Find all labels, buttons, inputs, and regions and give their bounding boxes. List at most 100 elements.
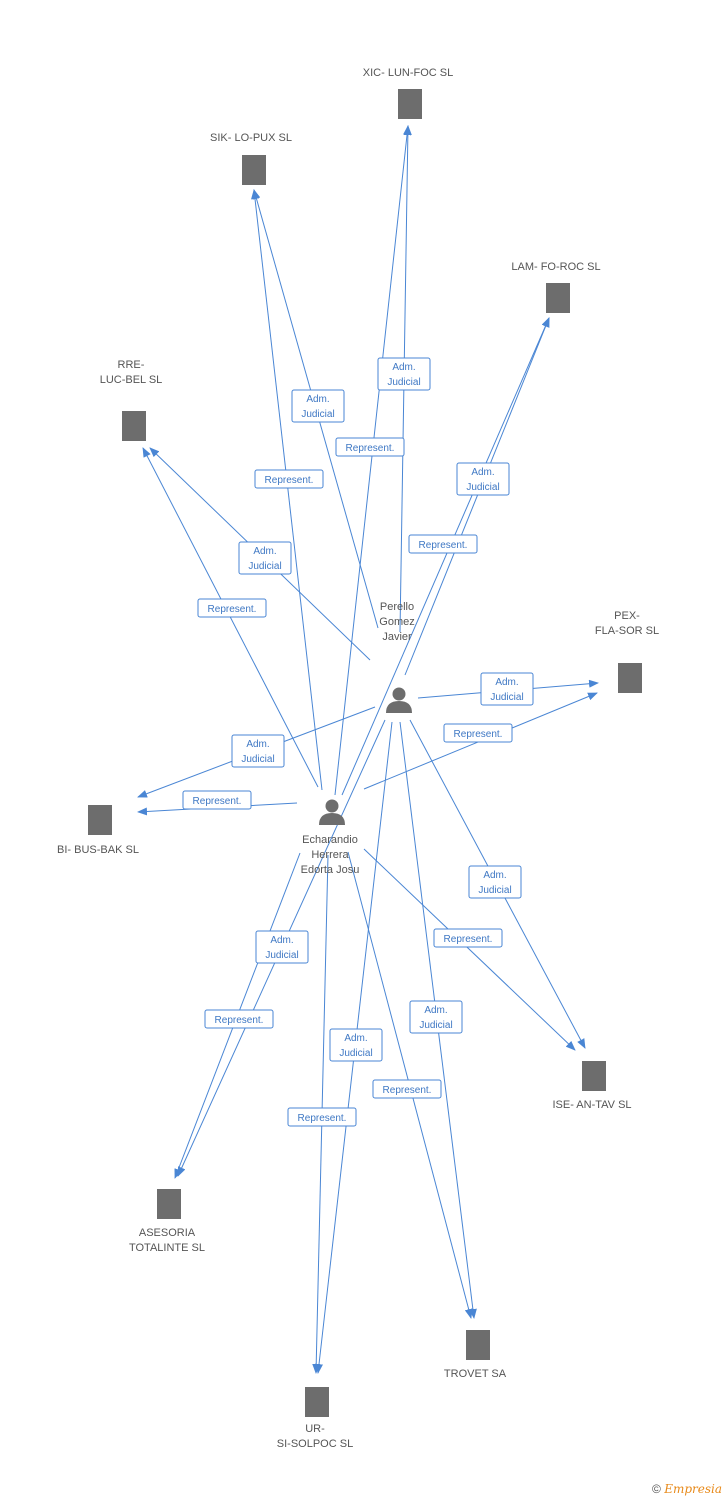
edge-label-text: Represent. <box>454 729 503 740</box>
company-node-asesoria[interactable] <box>157 1189 181 1219</box>
edge-label-echarandio-to-asesoria[interactable]: Represent. <box>204 1009 274 1029</box>
edge-label-perello-to-trovet[interactable]: Adm. Judicial <box>409 1000 463 1034</box>
company-label: TROVET SA <box>444 1368 507 1380</box>
edge-label-text: Adm. <box>483 870 506 881</box>
building-icon <box>618 663 642 693</box>
edge-echarandio-to-sik <box>251 189 323 791</box>
person-label: Javier <box>382 631 412 643</box>
edge-label-box <box>254 469 324 489</box>
edge-label-text: Adm. <box>471 467 494 478</box>
company-label: LUC-BEL SL <box>100 374 163 386</box>
company-label: XIC- LUN-FOC SL <box>363 67 453 79</box>
building-icon <box>398 89 422 119</box>
building-icon <box>582 1061 606 1091</box>
edge-label-box <box>408 534 478 554</box>
edge-echarandio-to-lam <box>341 317 550 796</box>
edge-label-box <box>204 1009 274 1029</box>
edge-label-perello-to-ur[interactable]: Adm.Judicial <box>329 1028 383 1062</box>
company-label: BI- BUS-BAK SL <box>57 844 139 856</box>
edge-label-box <box>468 865 522 899</box>
edge-label-text: Represent. <box>208 604 257 615</box>
edge-label-text: Represent. <box>298 1113 347 1124</box>
edge-label-perello-to-bi[interactable]: Adm.Judicial <box>231 734 285 768</box>
person-label: Herrera <box>311 849 349 861</box>
edge-label-box <box>291 389 345 423</box>
company-label: RRE- <box>118 359 145 371</box>
edge-label-text: Represent. <box>265 475 314 486</box>
company-node-xic[interactable] <box>398 89 422 119</box>
company-label: FLA-SOR SL <box>595 625 659 637</box>
edge-label-echarandio-to-ur[interactable]: Represent. <box>287 1107 357 1127</box>
edge-label-box <box>433 928 503 948</box>
edge-label-text: Judicial <box>241 754 274 765</box>
watermark: © Empresia <box>652 1482 722 1496</box>
company-node-pex[interactable] <box>618 663 642 693</box>
edge-label-echarandio-to-bi[interactable]: Represent. <box>182 790 252 810</box>
edge-label-box <box>182 790 252 810</box>
copyright-symbol: © <box>652 1482 661 1496</box>
edge-label-text: Represent. <box>346 443 395 454</box>
company-node-bi[interactable] <box>88 805 112 835</box>
edge-echarandio-to-xic <box>334 125 412 796</box>
edge-label-text: Adm. <box>270 935 293 946</box>
edge-label-perello-to-xic[interactable]: Adm.Judicial <box>377 357 431 391</box>
company-label: TOTALINTE SL <box>129 1242 205 1254</box>
company-label: SI-SOLPOC SL <box>277 1438 353 1450</box>
edge-label-perello-to-asesoria[interactable]: Adm.Judicial <box>255 930 309 964</box>
edge-label-box <box>443 723 513 743</box>
edge-label-box <box>287 1107 357 1127</box>
company-node-trovet[interactable] <box>466 1330 490 1360</box>
edges-layer <box>137 125 599 1374</box>
edge-label-perello-to-rre[interactable]: Adm.Judicial <box>238 541 292 575</box>
company-node-ur[interactable] <box>305 1387 329 1417</box>
edge-label-text: Adm. <box>306 394 329 405</box>
edge-label-echarandio-to-trovet[interactable]: Represent. <box>372 1079 442 1099</box>
person-icon <box>319 799 345 825</box>
edge-label-text: Adm. <box>392 362 415 373</box>
edge-label-echarandio-to-lam[interactable]: Represent. <box>408 534 478 554</box>
building-icon <box>305 1387 329 1417</box>
edge-label-echarandio-to-sik[interactable]: Represent. <box>254 469 324 489</box>
edge-label-box <box>231 734 285 768</box>
building-icon <box>546 283 570 313</box>
edge-label-echarandio-to-pex[interactable]: Represent. <box>443 723 513 743</box>
edge-label-echarandio-to-rre[interactable]: Represent. <box>197 598 267 618</box>
company-node-ise[interactable] <box>582 1061 606 1091</box>
edge-label-box <box>377 357 431 391</box>
building-icon <box>122 411 146 441</box>
edge-label-text: Adm. <box>424 1005 447 1016</box>
edge-label-box <box>456 462 510 496</box>
edge-label-box <box>329 1028 383 1062</box>
company-node-lam[interactable] <box>546 283 570 313</box>
edge-label-perello-to-sik[interactable]: Adm.Judicial <box>291 389 345 423</box>
edge-label-text: Judicial <box>248 561 281 572</box>
edge-labels-layer: Adm.JudicialRepresent.Adm.JudicialRepres… <box>182 357 534 1127</box>
edge-label-box <box>372 1079 442 1099</box>
company-label: LAM- FO-ROC SL <box>511 261 600 273</box>
person-label: Gomez <box>379 616 414 628</box>
edge-label-text: Represent. <box>444 934 493 945</box>
company-label: ISE- AN-TAV SL <box>552 1099 631 1111</box>
edge-label-box <box>335 437 405 457</box>
edge-label-echarandio-to-xic[interactable]: Represent. <box>335 437 405 457</box>
edge-label-text: Represent. <box>419 540 468 551</box>
edge-label-box <box>255 930 309 964</box>
person-node-perello[interactable] <box>386 687 412 714</box>
edge-label-text: Adm. <box>495 677 518 688</box>
edge-label-text: Represent. <box>215 1015 264 1026</box>
edge-label-perello-to-lam[interactable]: Adm.Judicial <box>456 462 510 496</box>
company-node-rre[interactable] <box>122 411 146 441</box>
person-icon <box>386 687 412 713</box>
edge-label-echarandio-to-ise[interactable]: Represent. <box>433 928 503 948</box>
edge-label-perello-to-pex[interactable]: Adm.Judicial <box>480 672 534 706</box>
edge-label-box <box>480 672 534 706</box>
edge-label-perello-to-ise[interactable]: Adm.Judicial <box>468 865 522 899</box>
company-node-sik[interactable] <box>242 155 266 185</box>
person-node-echarandio[interactable] <box>319 799 345 826</box>
company-label: UR- <box>305 1423 325 1435</box>
edge-label-text: Judicial <box>419 1020 452 1031</box>
person-label: Perello <box>380 601 414 613</box>
